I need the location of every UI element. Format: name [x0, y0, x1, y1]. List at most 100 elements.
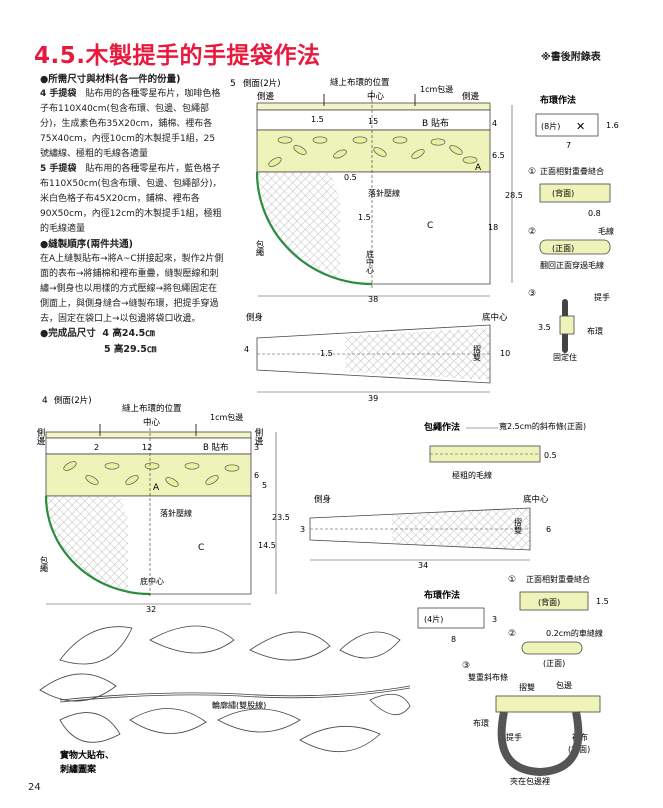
gusset-5-fold: 摺雙	[473, 344, 482, 362]
diagram-4-dim-5: 5	[262, 481, 267, 490]
loop-4-front: (正面)	[543, 659, 565, 668]
gusset-5: 側身 底中心 4 1.5 摺雙 10 39	[244, 312, 510, 403]
diagram-5-dim-6.5: 6.5	[492, 151, 505, 160]
diagram-4-dim-23.5: 23.5	[272, 513, 290, 522]
loop-4-dim-3: 3	[492, 615, 497, 624]
loop-5-dim-0.8: 0.8	[588, 209, 601, 218]
diagram-4-label-c: C	[198, 543, 204, 553]
diagram-5-edge-right: 側邊	[462, 91, 480, 102]
loop-4-binding: 包邊	[556, 680, 572, 690]
diagram-4-piping: 包繩	[40, 555, 49, 573]
materials-5: 5 手提袋 貼布用的各種零星布片，藍色格子布110X50cm(包含布環、包邊、包…	[40, 162, 224, 237]
gusset-4-fold: 摺雙	[514, 517, 523, 535]
appendix-note: ※書後附錄表	[541, 52, 601, 63]
piping-title: 包繩作法	[423, 421, 460, 433]
loop-5-title: 布環作法	[539, 94, 576, 106]
page-title: 4.5.木製提手的手提袋作法	[34, 43, 321, 69]
diagram-4-center: 中心	[143, 417, 161, 428]
loop-4-pieces: (4片)	[424, 614, 443, 624]
loop-5-ring: 布環	[587, 326, 603, 336]
diagram-4-quilt: 落針壓線	[160, 508, 192, 518]
diagram-4-label-a: A	[153, 483, 160, 493]
diagram-4-side: 4 側面(2片) 縫上布環的位置 1cm包邊 側邊 側邊 中心 2 12 B 貼…	[35, 395, 290, 614]
size-5: 5 高29.5㎝	[104, 344, 157, 355]
pattern-outline-label: 輪廓繡(雙股線)	[212, 700, 266, 710]
diagram-4-binding: 1cm包邊	[210, 412, 243, 422]
diagram-5-number: 5	[230, 79, 236, 89]
gusset-4-bottom-center: 底中心	[523, 494, 549, 505]
materials-5-text: 貼布用的各種零星布片，藍色格子布110X50cm(包含布環、包邊、包繩部分)，米…	[40, 164, 222, 234]
pattern-caption-2: 刺繡圖案	[59, 763, 97, 775]
loop-4-dim-8: 8	[451, 635, 456, 644]
diagram-4-bottom-center: 底中心	[140, 576, 164, 586]
materials-4-text: 貼布用的各種零星布片，咖啡色格子布110X40cm(包含布環、包邊、包繩部分)，…	[40, 89, 221, 159]
diagram-5-bottom-center: 底中心	[366, 249, 375, 274]
loop-5-handle: 提手	[594, 292, 610, 302]
loop-5-cross-icon: ✕	[576, 120, 585, 133]
diagram-4-edge-left: 側邊	[35, 427, 45, 446]
piping-method: 包繩作法 寬2.5cm的斜布條(正面) 0.5 極粗的毛線	[423, 421, 586, 480]
loop-4-handle: 提手	[506, 732, 522, 742]
page-number: 24	[28, 782, 41, 793]
gusset-4-dim-34: 34	[418, 561, 428, 570]
applique-pattern: 貼布 輪廓繡(雙股線) 實物大貼布、 刺繡圖案	[39, 625, 411, 775]
loop-4-clip: 夾在包邊裡	[510, 776, 550, 786]
diagram-5-dim-4: 4	[492, 119, 497, 128]
diagram-5-label-c: C	[427, 221, 433, 231]
gusset-4-dim-6: 6	[546, 525, 551, 534]
loop-5-fix: 固定住	[553, 352, 577, 362]
instructions-text: ●所需尺寸與材料(各一件的份量) 4 手提袋 貼布用的各種零星布片，咖啡色格子布…	[40, 72, 224, 327]
loop-4-back: (背面)	[538, 597, 560, 607]
diagram-4-handle-pos: 縫上布環的位置	[122, 403, 182, 414]
diagram-5-dim-38: 38	[368, 295, 378, 304]
loop-5-step-2-icon: ②	[528, 227, 536, 237]
gusset-5-dim-10: 10	[500, 349, 510, 358]
diagram-5-label-b: B 貼布	[422, 117, 449, 129]
gusset-4-dim-3: 3	[300, 525, 305, 534]
diagram-5-dim-1.5: 1.5	[311, 115, 324, 124]
gusset-5-dim-39: 39	[368, 394, 378, 403]
steps-text: 在A上縫製貼布→將A~C拼接起來，製作2片側面的表布→將鋪棉和裡布重疊，縫製壓線…	[40, 254, 224, 324]
gusset-4: 側身 底中心 3 摺雙 6 34	[300, 494, 551, 570]
diagram-5-dim-1.5b: 1.5	[358, 213, 371, 222]
loop-5-back: (背面)	[552, 188, 574, 198]
loop-5-dim-1.6: 1.6	[606, 121, 619, 130]
piping-dim-0.5: 0.5	[544, 451, 557, 460]
diagram-5-dim-28.5: 28.5	[505, 191, 523, 200]
size-heading: ●完成品尺寸	[40, 328, 96, 339]
diagram-4-dim-12: 12	[142, 443, 152, 452]
loop-4-step-1-icon: ①	[508, 575, 516, 585]
materials-4-label: 4 手提袋	[40, 89, 77, 99]
loop-5-yarn: 毛線	[598, 226, 614, 236]
diagram-5-quilt: 落針壓線	[368, 188, 400, 198]
loop-5-step-3-icon: ③	[528, 289, 536, 299]
diagram-5-label-a: A	[475, 163, 482, 173]
diagram-5-dim-15: 15	[368, 117, 378, 126]
diagram-4-label-b: B 貼布	[203, 442, 229, 453]
loop-5-step-1: 正面相對重疊縫合	[540, 166, 604, 176]
materials-heading: ●所需尺寸與材料(各一件的份量)	[40, 74, 181, 85]
diagram-5-label: 側面(2片)	[243, 78, 281, 89]
gusset-5-bottom-center: 底中心	[482, 312, 508, 323]
loop-4-step-2: 0.2cm的車縫線	[546, 628, 603, 638]
gusset-5-dim-1.5: 1.5	[320, 349, 333, 358]
size-4: 4 高24.5㎝	[102, 328, 155, 339]
diagram-5-side: 5 側面(2片) 縫上布環的位置 1cm包邊 側邊 側邊 中心 1.5 15 B…	[230, 77, 523, 304]
loop-4-ring: 布環	[473, 718, 489, 728]
diagram-5-edge-left: 側邊	[257, 91, 275, 102]
diagram-5-handle-pos: 縫上布環的位置	[330, 77, 390, 88]
loop-5: 布環作法 (8片) ✕ 1.6 7 ① 正面相對重疊縫合 (背面) 0.8 ② …	[528, 94, 619, 362]
loop-4-bias: 雙重斜布條	[468, 672, 508, 682]
loop-5-dim-3.5: 3.5	[538, 323, 551, 332]
diagram-5-binding: 1cm包邊	[420, 84, 453, 94]
gusset-5-label: 側身	[246, 312, 263, 323]
loop-5-dim-7: 7	[566, 141, 571, 150]
gusset-4-label: 側身	[314, 494, 331, 505]
loop-4-title: 布環作法	[423, 589, 460, 601]
diagram-5-piping: 包繩	[256, 239, 265, 257]
diagram-4-number: 4	[42, 396, 48, 406]
loop-4-step-1: 正面相對重疊縫合	[526, 574, 590, 584]
loop-5-front: (正面)	[552, 244, 574, 253]
pattern-caption-1: 實物大貼布、	[60, 749, 114, 761]
diagram-4-dim-14.5: 14.5	[258, 541, 276, 550]
